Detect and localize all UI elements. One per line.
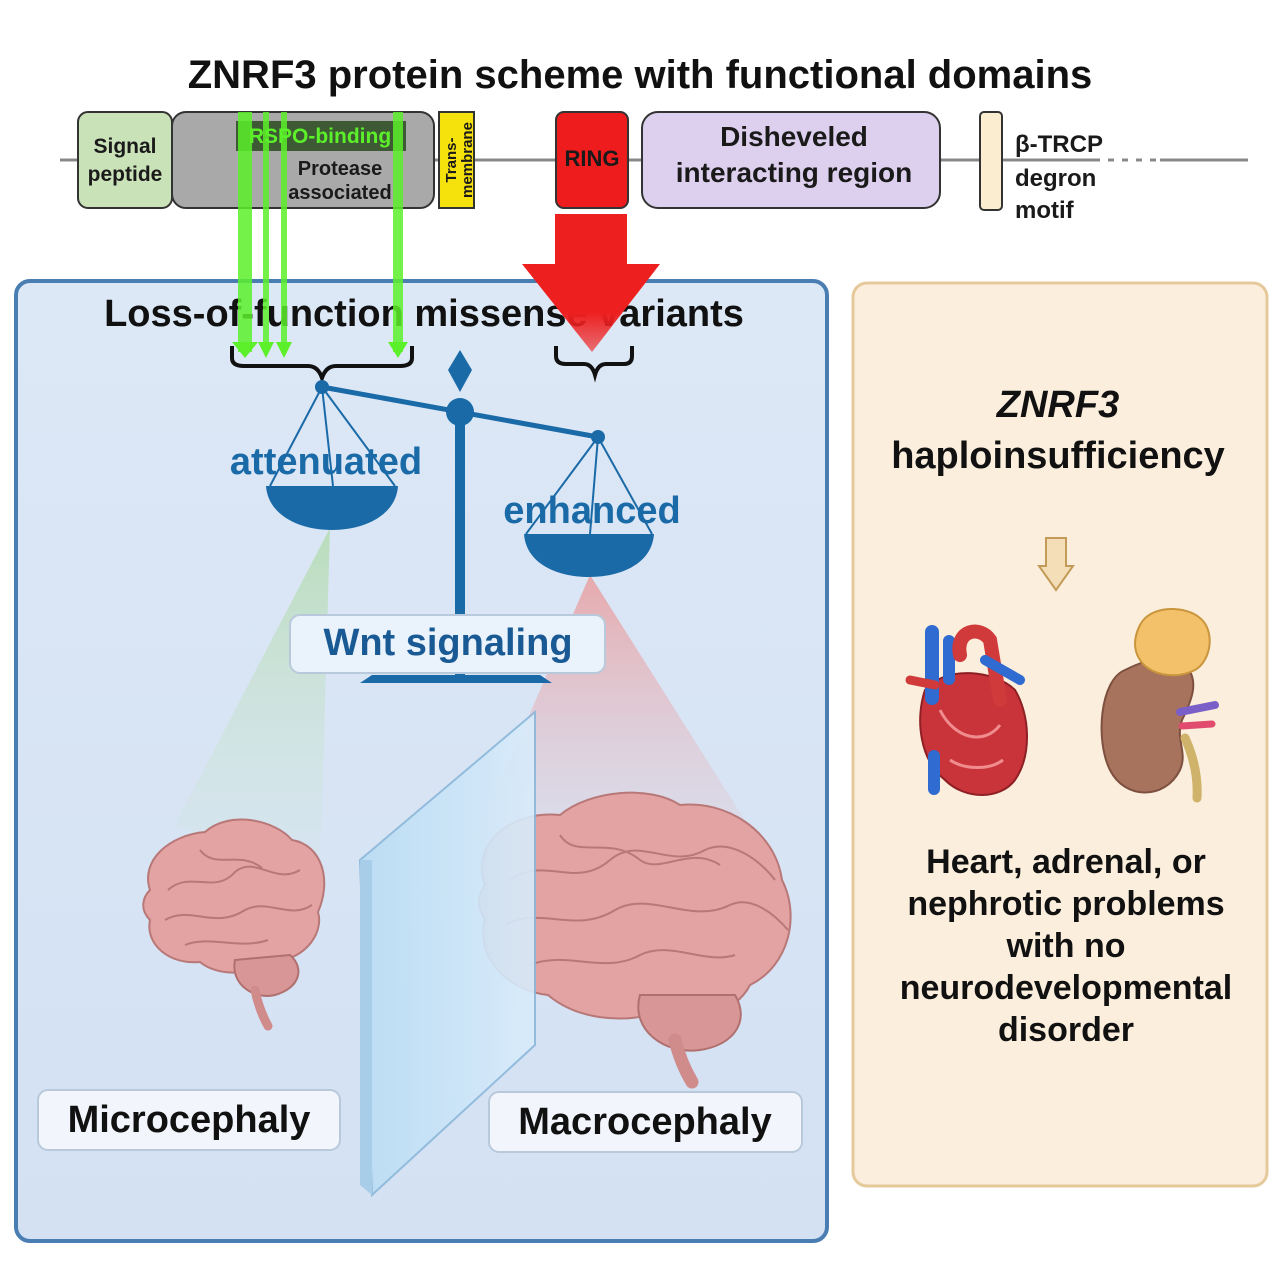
protease-label-2: associated: [288, 182, 391, 204]
outcome-line-2: nephrotic problems: [907, 885, 1224, 923]
btrcp-label-1: β-TRCP: [1015, 131, 1103, 158]
right-panel: [851, 281, 1269, 1188]
microcephaly-label: Microcephaly: [68, 1099, 311, 1141]
transmembrane-label-2: membrane: [459, 122, 476, 198]
balance-scale: [266, 350, 654, 683]
macrocephaly-label: Macrocephaly: [518, 1101, 771, 1143]
outcome-line-1: Heart, adrenal, or: [926, 843, 1206, 881]
attenuated-cone: [175, 528, 330, 880]
microcephaly-box: [37, 1089, 341, 1151]
outcome-line-5: disorder: [998, 1011, 1134, 1049]
btrcp-degron-domain: [979, 111, 1003, 211]
transmembrane-label-1: Trans-: [443, 137, 460, 182]
attenuated-label: attenuated: [230, 441, 422, 483]
ring-variant-arrow: [522, 214, 660, 352]
enhanced-label: enhanced: [503, 490, 680, 532]
ring-brace: [554, 346, 634, 383]
figure-title: ZNRF3 protein scheme with functional dom…: [188, 53, 1093, 97]
small-brain-illustration: [142, 818, 326, 1031]
ring-label: RING: [565, 146, 620, 171]
left-panel-heading: Loss-of-function missense variants: [104, 293, 744, 335]
gene-name: ZNRF3: [996, 384, 1119, 426]
disheveled-label-1: Disheveled: [720, 121, 868, 152]
down-arrow-icon: [1037, 537, 1075, 592]
kidney-icon: [1100, 607, 1219, 803]
heart-icon: [905, 624, 1028, 796]
signal-peptide-domain: [77, 111, 173, 209]
large-brain-illustration: [478, 791, 792, 1089]
protease-label-1: Protease: [298, 158, 383, 180]
signal-peptide-label-1: Signal: [93, 135, 156, 158]
enhanced-cone: [475, 575, 770, 860]
wnt-signaling-box: [289, 614, 606, 674]
outcome-line-3: with no: [1006, 927, 1126, 965]
rspo-variant-arrows: [232, 112, 408, 358]
transmembrane-domain: [438, 111, 475, 209]
outcome-line-4: neurodevelopmental: [900, 969, 1233, 1007]
macrocephaly-box: [488, 1091, 803, 1153]
condition-label: haploinsufficiency: [891, 435, 1225, 477]
rspo-brace: [230, 346, 414, 385]
disheveled-domain: [641, 111, 941, 209]
signal-peptide-label-2: peptide: [88, 163, 163, 186]
btrcp-label-2: degron: [1015, 165, 1096, 192]
btrcp-label-3: motif: [1015, 197, 1075, 224]
disheveled-label-2: interacting region: [676, 157, 912, 188]
ring-domain: [555, 111, 629, 209]
glass-divider: [358, 709, 536, 1198]
wnt-signaling-label: Wnt signaling: [323, 622, 572, 664]
rspo-binding-label: RSPO-binding: [249, 125, 391, 148]
